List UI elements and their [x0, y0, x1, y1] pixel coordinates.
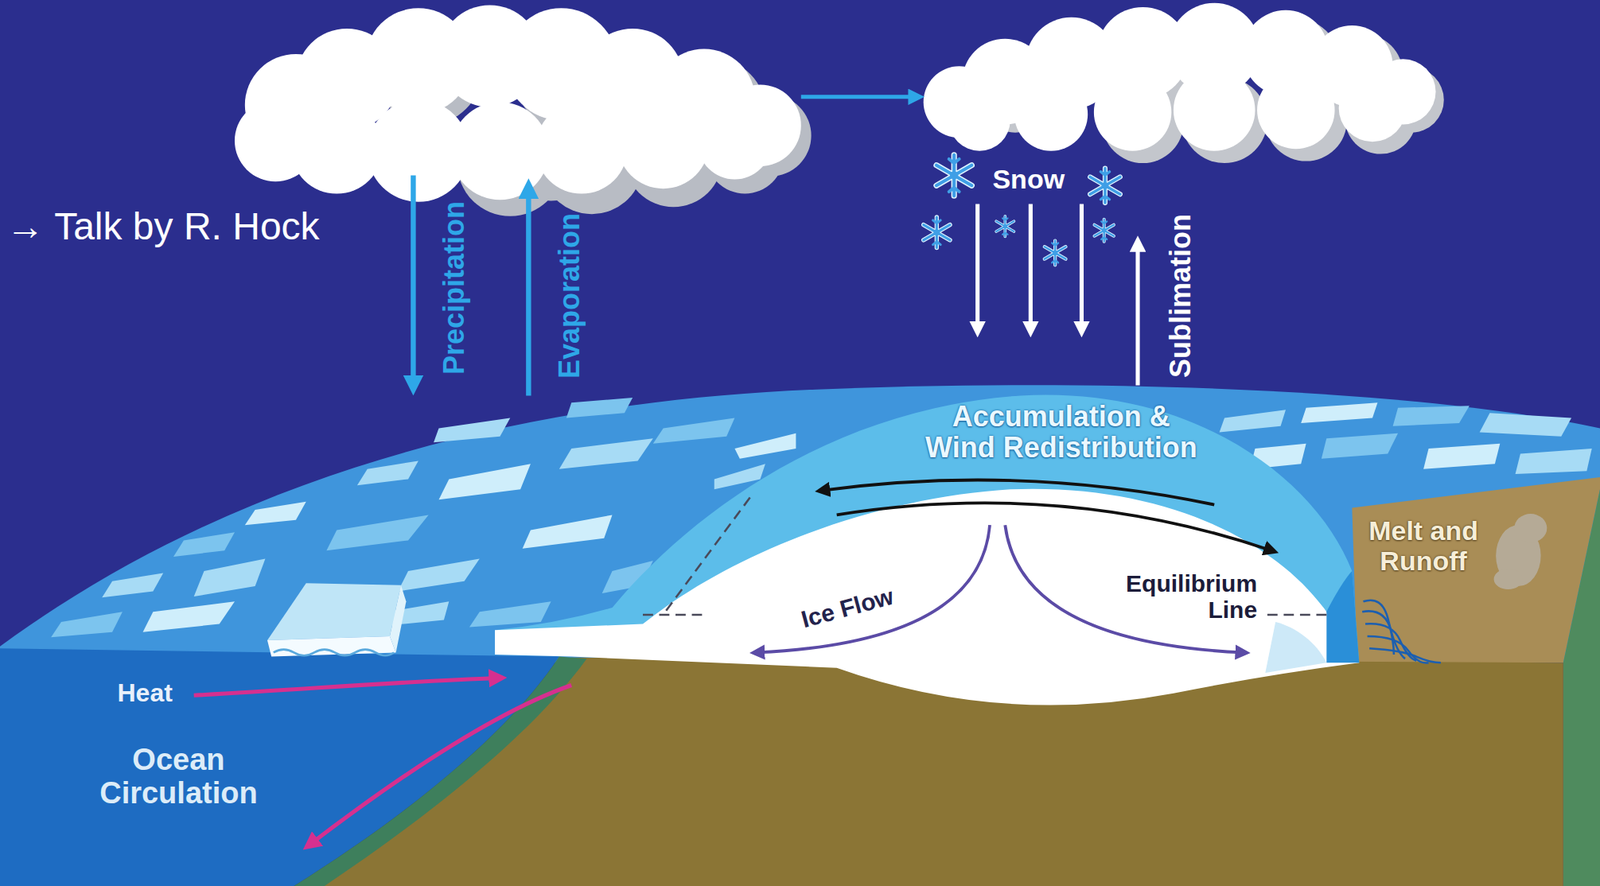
- sublimation-label: Sublimation: [1164, 214, 1197, 378]
- ice-sheet: [1326, 571, 1359, 663]
- accumulation-label: Accumulation & Wind Redistribution: [919, 400, 1203, 464]
- iceberg: [389, 585, 407, 654]
- cloud: [535, 101, 627, 194]
- melt-runoff-label: Melt and Runoff: [1361, 516, 1486, 577]
- snowflakes: [1090, 168, 1121, 204]
- sea-ice-fragments: [245, 502, 307, 526]
- wind-arrows: [822, 479, 1272, 551]
- iceberg: [267, 583, 401, 641]
- precipitation-label: Precipitation: [438, 201, 471, 375]
- sea-ice-fragments: [1300, 402, 1378, 424]
- precipitation-arrow: [410, 175, 416, 386]
- dust-plume: [1494, 568, 1523, 590]
- precipitation-arrow: [410, 175, 416, 386]
- sea-ice-fragments: [653, 418, 736, 444]
- dust-plume: [1494, 513, 1548, 590]
- sea-ice-fragments: [326, 514, 429, 551]
- cloud: [1257, 71, 1335, 149]
- equilibrium-line: [665, 498, 750, 613]
- moisture-transport-arrow: [801, 94, 917, 99]
- evaporation-label: Evaporation: [553, 213, 586, 379]
- sea-ice-fragments: [1515, 448, 1593, 475]
- dust-plume: [1514, 513, 1547, 543]
- iceberg: [267, 583, 406, 657]
- snowfall-arrows: [1079, 203, 1084, 330]
- equilibrium-line: [642, 614, 707, 617]
- sea-ice-fragments: [143, 601, 235, 632]
- evaporation-arrow: [525, 188, 531, 396]
- cloud: [923, 3, 1437, 152]
- sea-ice-fragments: [397, 558, 480, 592]
- talk-reference: → Talk by R. Hock: [6, 205, 320, 248]
- sea-ice-fragments: [194, 558, 266, 596]
- snow-label: Snow: [992, 164, 1065, 195]
- snowflakes: [1044, 241, 1067, 266]
- cloud: [949, 89, 1011, 152]
- equilibrium-line: [1267, 614, 1329, 617]
- wind-arrows: [836, 502, 1272, 551]
- cloud: [1339, 74, 1407, 143]
- land-block: [1563, 489, 1600, 886]
- snowflakes: [923, 155, 1121, 265]
- sea-ice-fragments: [522, 514, 613, 549]
- ocean-section: [293, 657, 587, 886]
- cloud: [923, 3, 1445, 164]
- sea-ice-fragments: [173, 532, 235, 557]
- meltwater-runoff: [1369, 648, 1441, 663]
- sea-ice-fragments: [101, 572, 164, 598]
- sea-ice-fragments: [469, 601, 552, 627]
- sea-ice-fragments: [50, 611, 123, 638]
- cloud: [617, 97, 709, 189]
- sea-ice-fragments: [1219, 409, 1286, 433]
- sea-ice-fragments: [438, 463, 530, 500]
- moisture-transport-arrow: [801, 94, 917, 99]
- land-block: [1351, 477, 1600, 663]
- cloud: [697, 105, 771, 180]
- iceberg: [267, 636, 397, 658]
- snowflakes: [996, 216, 1014, 238]
- ice-flow-label: Ice Flow: [798, 583, 896, 634]
- ocean-circulation-label: Ocean Circulation: [93, 743, 264, 811]
- ocean-section: [0, 648, 587, 886]
- wind-arrows: [822, 479, 1215, 505]
- sea-ice-fragments: [1423, 443, 1500, 470]
- sea-ice-fragments: [357, 460, 419, 486]
- snowflakes: [1093, 219, 1114, 242]
- cloud: [1173, 69, 1256, 152]
- sea-ice-fragments: [1393, 405, 1470, 427]
- cloud: [1014, 77, 1088, 151]
- sublimation-arrow: [1135, 243, 1140, 386]
- sea-ice-fragments: [433, 418, 510, 444]
- sea-ice-fragments: [559, 438, 654, 469]
- ice-flow-arrows: [757, 525, 990, 653]
- cloud: [1093, 73, 1172, 151]
- ice-sheet: [494, 489, 1359, 706]
- equilibrium-line-label: Equilibrium Line: [1109, 570, 1258, 623]
- snowflakes: [923, 217, 950, 248]
- sea-ice-fragments: [734, 433, 796, 460]
- snowfall-arrows: [975, 203, 980, 330]
- snowflakes: [936, 155, 972, 196]
- cloud: [234, 4, 802, 202]
- sea-ice-fragments: [1479, 412, 1572, 437]
- ocean-heat-arrows: [310, 685, 572, 845]
- sublimation-arrow: [1135, 243, 1140, 386]
- meltwater-runoff: [1362, 600, 1394, 655]
- meltwater-runoff: [1362, 600, 1441, 664]
- ice-sheet: [494, 394, 1359, 705]
- iceberg: [273, 650, 394, 657]
- cloud: [234, 4, 812, 216]
- heat-label: Heat: [116, 680, 172, 709]
- sea-ice-fragments: [566, 397, 633, 419]
- ocean-heat-arrows: [194, 677, 573, 845]
- cloud: [451, 101, 549, 200]
- snowfall-arrows: [1028, 203, 1033, 330]
- sea-ice-fragments: [1321, 433, 1398, 460]
- ice-sheet: [1265, 622, 1327, 674]
- snowfall-arrows: [977, 203, 1083, 330]
- evaporation-arrow: [525, 188, 531, 396]
- ocean-heat-arrows: [194, 677, 499, 696]
